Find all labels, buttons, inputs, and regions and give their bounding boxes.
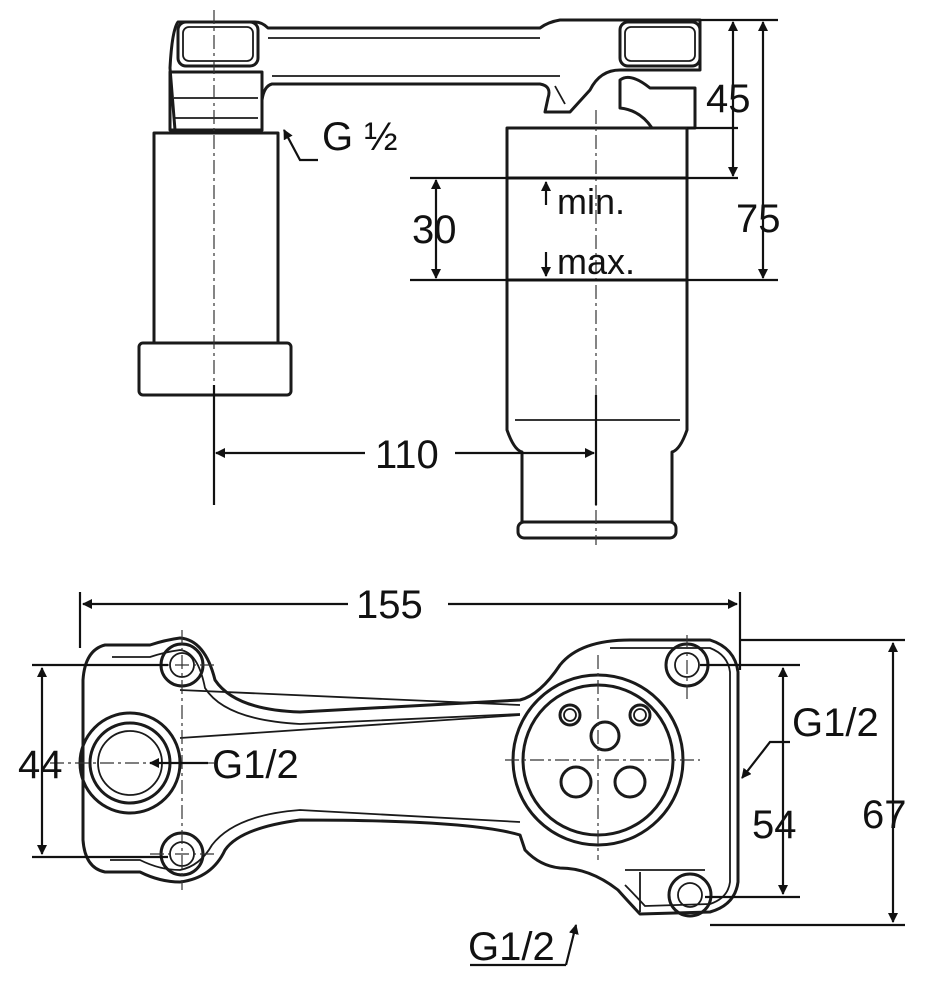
top-view: 155 44 54 67 G1/2 G1/2 G1/2	[18, 583, 907, 969]
dim-44-label: 44	[18, 743, 63, 787]
dim-110-label: 110	[375, 433, 439, 477]
dim-54-label: 54	[752, 803, 797, 847]
top-body-outline	[81, 636, 740, 916]
thread-bottom-leader	[564, 924, 579, 966]
dim-30-label: 30	[412, 208, 457, 252]
side-right-handle	[618, 20, 702, 68]
thread-right-leader	[741, 740, 790, 779]
dim-75-label: 75	[736, 197, 781, 241]
dim-155-label: 155	[356, 583, 423, 627]
thread-note-top: G ½	[322, 115, 398, 159]
dim-67-label: 67	[862, 793, 907, 837]
side-left-handle	[176, 20, 260, 68]
thread-note-leader	[283, 129, 318, 162]
side-view: G ½ 45 75 30 min. max. 110	[137, 10, 781, 545]
valve-hole-2	[628, 703, 652, 727]
side-right-cartridge-top	[505, 126, 689, 180]
thread-left-label: G1/2	[212, 743, 299, 787]
valve-hole-4	[559, 765, 593, 799]
thread-bottom-label: G1/2	[468, 925, 555, 969]
max-label: max.	[557, 241, 635, 282]
thread-right-label: G1/2	[792, 701, 879, 745]
dim-45-label: 45	[706, 77, 751, 121]
mount-hole-bottom-right	[667, 872, 713, 918]
valve-hole-3	[589, 720, 621, 752]
min-label: min.	[557, 181, 625, 222]
side-right-cartridge-base	[516, 520, 678, 540]
valve-hole-5	[613, 765, 647, 799]
valve-hole-1	[558, 703, 582, 727]
side-left-pipe	[152, 131, 280, 345]
